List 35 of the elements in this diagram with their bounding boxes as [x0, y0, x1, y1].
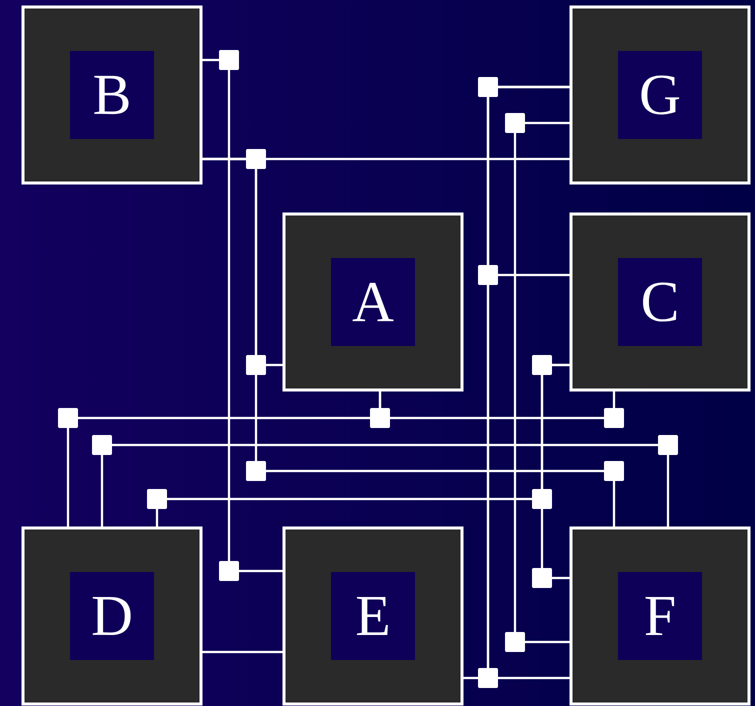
junction-square: [246, 461, 266, 481]
junction-square: [246, 149, 266, 169]
junction-square: [219, 50, 239, 70]
connector-line: [201, 58, 284, 572]
junction-square: [532, 489, 552, 509]
junction-square: [478, 668, 498, 688]
junction-square: [658, 435, 678, 455]
junction-square: [505, 113, 525, 133]
letter-box: D: [22, 526, 202, 706]
connector-line: [462, 86, 571, 680]
connector-line: [201, 650, 284, 654]
junction-square: [604, 461, 624, 481]
junction-square: [505, 632, 525, 652]
junction-square: [58, 408, 78, 428]
junction-square: [604, 408, 624, 428]
junction-square: [219, 561, 239, 581]
junction-square: [532, 355, 552, 375]
connector-line: [100, 444, 670, 528]
junction-square: [246, 355, 266, 375]
letter-box: C: [570, 212, 750, 392]
junction-square: [478, 265, 498, 285]
letter-box: A: [282, 212, 464, 392]
connector-line: [201, 158, 616, 528]
letter-box: F: [570, 526, 750, 706]
junction-square: [478, 77, 498, 97]
letter-box: G: [570, 6, 750, 184]
connector-line: [378, 390, 616, 420]
junction-square: [532, 568, 552, 588]
junction-square: [147, 489, 167, 509]
letter-box: B: [22, 6, 202, 184]
letter-box: E: [282, 526, 464, 706]
connector-line: [514, 122, 571, 644]
connector-line: [540, 364, 571, 580]
junction-square: [92, 435, 112, 455]
junction-square: [370, 408, 390, 428]
